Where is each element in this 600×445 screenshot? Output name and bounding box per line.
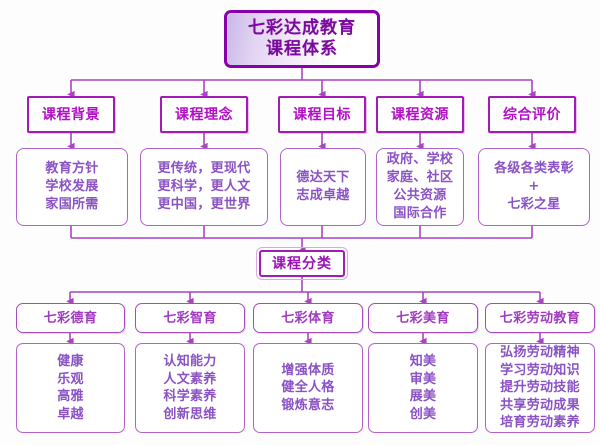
pillar-detail-course-goals: 德达天下 志成卓越	[280, 148, 366, 226]
pillar-heading-course-philosophy[interactable]: 课程理念	[160, 96, 248, 133]
pillar-heading-label: 课程资源	[391, 106, 449, 123]
pillar-detail-text: 更传统，更现代 更科学，更人文 更中国，更世界	[157, 161, 251, 212]
category-heading-label: 七彩劳动教育	[499, 310, 581, 326]
pillar-heading-course-background[interactable]: 课程背景	[27, 96, 115, 133]
category-detail-text: 增强体质 健全人格 锻炼意志	[281, 362, 335, 413]
course-classification-label: 课程分类	[272, 255, 332, 272]
pillar-heading-label: 课程理念	[175, 106, 233, 123]
category-detail-physical-education: 增强体质 健全人格 锻炼意志	[253, 343, 363, 433]
category-heading-labor-education[interactable]: 七彩劳动教育	[485, 303, 595, 333]
course-classification-box[interactable]: 课程分类	[256, 247, 348, 280]
pillar-heading-label: 课程背景	[42, 106, 100, 123]
pillar-detail-text: 政府、学校 家庭、社区 公共资源 国际合作	[386, 152, 454, 221]
category-detail-aesthetic-education: 知美 审美 展美 创美	[368, 343, 478, 433]
pillar-detail-text: 教育方针 学校发展 家国所需	[45, 161, 99, 212]
category-detail-labor-education: 弘扬劳动精神 学习劳动知识 提升劳动技能 共享劳动成果 培育劳动素养	[485, 343, 595, 433]
category-heading-label: 七彩智育	[163, 310, 217, 326]
category-detail-text: 认知能力 人文素养 科学素养 创新思维	[163, 354, 217, 422]
pillar-detail-course-philosophy: 更传统，更现代 更科学，更人文 更中国，更世界	[140, 148, 268, 226]
category-detail-moral-education: 健康 乐观 高雅 卓越	[16, 343, 125, 433]
pillar-heading-course-resources[interactable]: 课程资源	[376, 96, 464, 133]
diagram-title-box: 七彩达成教育 课程体系	[224, 10, 380, 68]
pillar-detail-course-resources: 政府、学校 家庭、社区 公共资源 国际合作	[376, 148, 464, 226]
pillar-heading-label: 课程目标	[293, 106, 351, 123]
category-heading-label: 七彩体育	[281, 310, 335, 326]
category-heading-physical-education[interactable]: 七彩体育	[253, 303, 363, 333]
category-detail-text: 健康 乐观 高雅 卓越	[57, 354, 84, 422]
pillar-detail-comprehensive-evaluation: 各级各类表彰 + 七彩之星	[478, 148, 590, 226]
pillar-heading-label: 综合评价	[503, 106, 561, 123]
category-heading-intellectual-education[interactable]: 七彩智育	[135, 303, 245, 333]
pillar-detail-text: 德达天下 志成卓越	[296, 170, 350, 203]
category-heading-label: 七彩美育	[396, 310, 450, 326]
pillar-heading-course-goals[interactable]: 课程目标	[278, 96, 366, 133]
diagram-title: 七彩达成教育 课程体系	[248, 18, 356, 59]
pillar-detail-text: 各级各类表彰 + 七彩之星	[494, 161, 574, 212]
category-detail-text: 知美 审美 展美 创美	[409, 354, 437, 422]
category-heading-moral-education[interactable]: 七彩德育	[16, 303, 125, 333]
pillar-heading-comprehensive-evaluation[interactable]: 综合评价	[488, 96, 576, 133]
category-heading-label: 七彩德育	[43, 310, 98, 326]
category-heading-aesthetic-education[interactable]: 七彩美育	[368, 303, 478, 333]
pillar-detail-course-background: 教育方针 学校发展 家国所需	[16, 148, 128, 226]
category-detail-text: 弘扬劳动精神 学习劳动知识 提升劳动技能 共享劳动成果 培育劳动素养	[500, 345, 580, 431]
category-detail-intellectual-education: 认知能力 人文素养 科学素养 创新思维	[135, 343, 245, 433]
